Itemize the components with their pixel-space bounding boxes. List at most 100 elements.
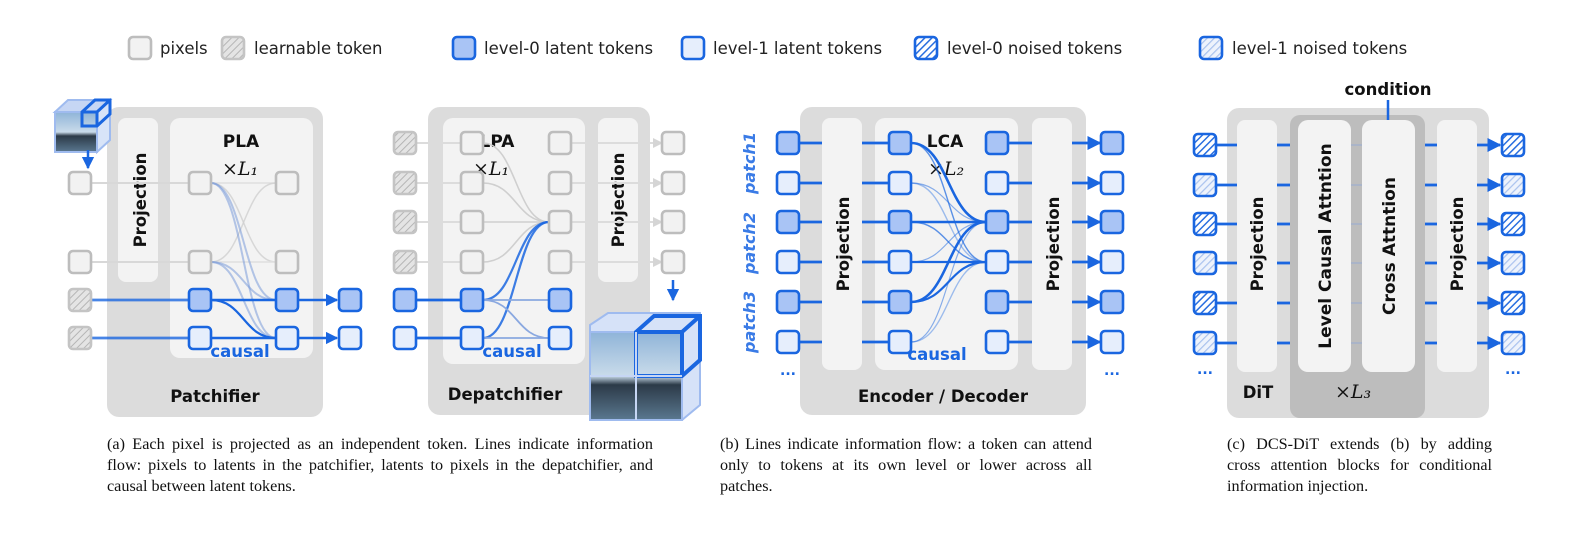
token-learnable <box>392 249 418 275</box>
token-l0 <box>547 287 573 313</box>
token-n0 <box>1500 290 1526 316</box>
token-n0 <box>1500 132 1526 158</box>
token-pixel <box>547 130 573 156</box>
cross-attention-block <box>1362 120 1415 372</box>
cross-attention-label: Cross Attntion <box>1380 177 1400 315</box>
legend-swatch-n0 <box>913 35 939 61</box>
token-l1 <box>887 249 913 275</box>
token-n1 <box>1500 250 1526 276</box>
token-l1 <box>775 170 801 196</box>
token-l1 <box>547 325 573 351</box>
ellipsis: ... <box>780 363 796 379</box>
projection-label: Projection <box>834 197 853 292</box>
projection-label: Projection <box>1448 197 1467 292</box>
video-cube-icon <box>52 97 113 155</box>
token-pixel <box>660 130 686 156</box>
dit-repeat-label: ×L₃ <box>1335 381 1371 403</box>
causal-label: causal <box>907 345 966 364</box>
cube-image <box>54 111 98 153</box>
token-learnable <box>392 170 418 196</box>
legend-swatch-n1 <box>1198 35 1224 61</box>
token-pixel <box>547 170 573 196</box>
token-pixel <box>187 170 213 196</box>
token-l1 <box>337 325 363 351</box>
pla-label: PLA <box>223 132 260 152</box>
patch-label-3: patch3 <box>740 291 759 354</box>
token-l1 <box>459 325 485 351</box>
attention-curve <box>482 142 550 223</box>
lca-repeat-label: ×L₂ <box>928 158 964 180</box>
token-pixel <box>459 209 485 235</box>
token-n1 <box>1500 172 1526 198</box>
pla-repeat-label: ×L₁ <box>222 158 258 180</box>
token-pixel <box>67 249 93 275</box>
token-pixel <box>660 249 686 275</box>
patchifier-projection <box>118 118 158 282</box>
cube-highlight <box>80 98 112 128</box>
caption-c: (c) DCS-DiT extends (b) by adding cross … <box>1227 435 1492 495</box>
attention-curve <box>210 182 277 263</box>
token-pixel <box>660 209 686 235</box>
token-l0 <box>775 289 801 315</box>
token-n0 <box>1192 132 1218 158</box>
token-l1 <box>187 325 213 351</box>
legend-label-l0: level-0 latent tokens <box>484 39 653 58</box>
token-l0 <box>274 287 300 313</box>
token-pixel <box>547 249 573 275</box>
attention-curve <box>482 182 550 223</box>
token-n1 <box>1192 250 1218 276</box>
token-l0 <box>984 289 1010 315</box>
causal-label: causal <box>482 342 541 361</box>
token-l0 <box>984 209 1010 235</box>
legend-swatch-learnable <box>220 35 246 61</box>
attention-curve <box>910 141 987 224</box>
caption-b: (b) Lines indicate information flow: a t… <box>720 435 1092 495</box>
dit-title: DiT <box>1243 383 1274 402</box>
token-l1 <box>1099 170 1125 196</box>
token-pixel <box>660 170 686 196</box>
token-l0 <box>775 209 801 235</box>
depatchifier-projection <box>598 118 638 282</box>
token-n0 <box>1192 290 1218 316</box>
projection-label: Projection <box>609 153 628 248</box>
level-causal-attention-block <box>1298 120 1351 372</box>
dit-projection-left <box>1237 120 1277 372</box>
token-l0 <box>1099 209 1125 235</box>
projection-label: Projection <box>1044 197 1063 292</box>
token-pixel <box>547 209 573 235</box>
attention-curve <box>910 260 987 304</box>
token-learnable <box>67 325 93 351</box>
token-n1 <box>1500 330 1526 356</box>
token-l1 <box>887 170 913 196</box>
token-l0 <box>1099 130 1125 156</box>
patch-label-1: patch1 <box>740 132 759 195</box>
lpa-label: LPA <box>480 132 516 152</box>
token-pixel <box>459 170 485 196</box>
token-learnable <box>67 287 93 313</box>
projection-label: Projection <box>131 153 150 248</box>
token-l1 <box>984 329 1010 355</box>
token-l1 <box>887 329 913 355</box>
legend-label-n1: level-1 noised tokens <box>1232 39 1407 58</box>
legend-label-l1: level-1 latent tokens <box>713 39 882 58</box>
token-pixel <box>459 130 485 156</box>
token-l1 <box>984 170 1010 196</box>
token-pixel <box>274 170 300 196</box>
legend-label-pixel: pixels <box>160 39 208 58</box>
token-learnable <box>392 130 418 156</box>
token-l0 <box>187 287 213 313</box>
patch-label-2: patch2 <box>740 212 759 275</box>
token-n1 <box>1192 330 1218 356</box>
legend-swatch-pixel <box>127 35 153 61</box>
level-causal-attention-label: Level Causal Attntion <box>1316 143 1336 348</box>
depatchifier-title: Depatchifier <box>448 385 563 404</box>
lca-label: LCA <box>927 132 964 152</box>
dit-projection-right <box>1437 120 1477 372</box>
token-l1 <box>775 329 801 355</box>
token-l0 <box>887 130 913 156</box>
token-l0 <box>887 209 913 235</box>
token-pixel <box>274 249 300 275</box>
token-pixel <box>459 249 485 275</box>
video-cube-icon <box>589 312 702 421</box>
